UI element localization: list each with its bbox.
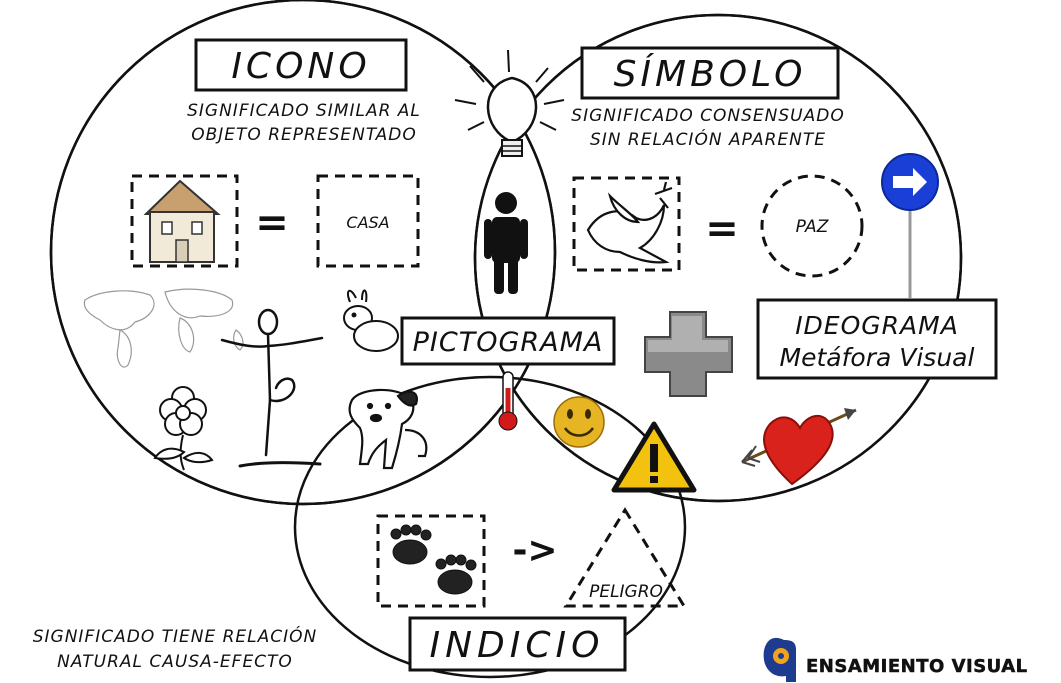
smiley-icon — [553, 396, 605, 448]
paw-prints-icon — [390, 524, 477, 595]
brain-logo-icon — [763, 637, 796, 682]
icono-title-text: ICONO — [231, 46, 370, 87]
rabbit-icon — [343, 289, 399, 352]
one-way-sign-icon — [881, 153, 939, 298]
pictograma-label: PICTOGRAMA — [400, 316, 616, 366]
icono-equals: = — [255, 200, 289, 246]
paz-example: PAZ — [760, 174, 864, 278]
pictograma-label-text: PICTOGRAMA — [413, 327, 604, 358]
ideograma-label: IDEOGRAMA Metáfora Visual — [756, 298, 998, 380]
person-pictogram-icon — [484, 192, 528, 294]
peligro-label: PELIGRO — [589, 582, 663, 602]
icono-description-line2: OBJETO REPRESENTADO — [191, 125, 417, 145]
paw-prints-example — [376, 514, 486, 608]
simbolo-title-text: SÍMBOLO — [614, 53, 807, 95]
simbolo-description-line1: SIGNIFICADO CONSENSUADO — [571, 106, 844, 126]
simbolo-equals: = — [705, 206, 739, 252]
venn-circles — [49, 0, 963, 679]
indicio-description-line1: SIGNIFICADO TIENE RELACIÓN — [33, 625, 318, 647]
flower-icon — [153, 386, 214, 471]
heart-arrow-icon — [741, 408, 857, 486]
peligro-example: PELIGRO — [563, 507, 687, 608]
indicio-title: INDICIO — [408, 616, 627, 672]
icono-title: ICONO — [194, 38, 408, 92]
warning-sign-icon — [611, 421, 697, 493]
simbolo-title: SÍMBOLO — [580, 46, 840, 100]
lightbulb-icon — [454, 49, 565, 157]
dancer-icon — [220, 308, 324, 468]
casa-example: CASA — [316, 174, 420, 268]
indicio-description-line2: NATURAL CAUSA-EFECTO — [57, 652, 293, 672]
dog-icon — [348, 388, 428, 470]
pensamiento-visual-logo: ENSAMIENTO VISUAL — [763, 637, 1028, 682]
plus-icon — [644, 311, 733, 397]
simbolo-description-line2: SIN RELACIÓN APARENTE — [590, 128, 826, 150]
icono-description-line1: SIGNIFICADO SIMILAR AL — [187, 101, 421, 121]
indicio-ellipse — [293, 375, 687, 679]
house-example — [130, 174, 239, 268]
casa-label: CASA — [346, 213, 389, 232]
dove-icon — [586, 181, 673, 264]
world-map-icon — [83, 288, 244, 368]
house-icon — [143, 179, 221, 263]
ideograma-label-line1: IDEOGRAMA — [795, 311, 959, 340]
indicio-arrow: -> — [512, 530, 557, 571]
ideograma-label-line2: Metáfora Visual — [780, 343, 975, 372]
dove-example — [572, 176, 681, 272]
logo-text: ENSAMIENTO VISUAL — [806, 656, 1028, 677]
paz-label: PAZ — [796, 217, 829, 237]
thermometer-icon — [498, 371, 518, 431]
indicio-title-text: INDICIO — [430, 625, 605, 666]
